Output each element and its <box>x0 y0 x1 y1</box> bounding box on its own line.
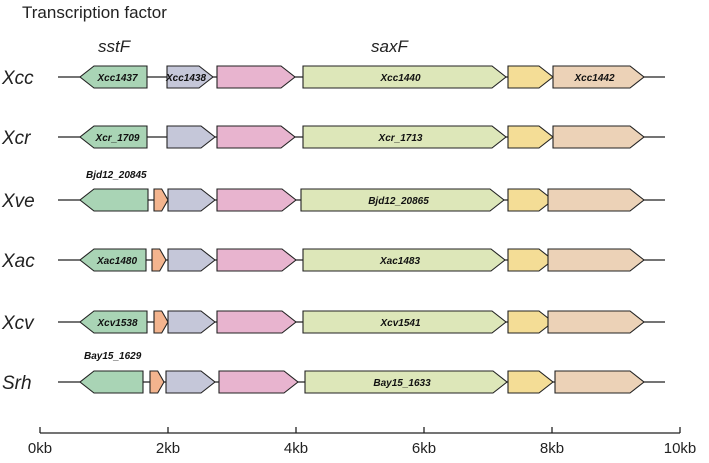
header-title: Transcription factor <box>22 3 167 22</box>
gene-arrow <box>149 370 165 394</box>
axis-tick-label: 2kb <box>156 440 180 457</box>
gene-arrow <box>167 188 216 212</box>
gene-arrow <box>302 248 506 272</box>
gene-arrow <box>216 248 297 272</box>
row-label: Xcr <box>1 128 31 149</box>
gene-arrow <box>302 310 507 334</box>
gene-arrow <box>79 310 148 334</box>
gene-label: Bay15_1633 <box>373 378 431 389</box>
axis-tick-label: 0kb <box>28 440 52 457</box>
gene-arrow <box>218 370 299 394</box>
gene-arrow <box>216 65 296 89</box>
gene-label: Xcr_1713 <box>378 133 423 144</box>
gene-arrow <box>547 310 645 334</box>
gene-arrow <box>216 188 297 212</box>
axis-tick-label: 10kb <box>664 440 697 457</box>
row-label: Xcv <box>1 313 35 334</box>
gene-arrow <box>552 125 645 149</box>
gene-arrow <box>507 65 554 89</box>
gene-arrow <box>79 248 147 272</box>
gene-arrow <box>153 310 169 334</box>
gene-arrow <box>166 125 216 149</box>
header-gene-sstf: sstF <box>98 37 132 56</box>
gene-label: Xcv1541 <box>379 318 420 329</box>
gene-label: Xcc1440 <box>379 73 420 84</box>
row-xac: Xac Xac1480 Xac1483 <box>1 248 665 272</box>
row-label: Xcc <box>1 68 34 89</box>
gene-label: Xcv1538 <box>96 318 137 329</box>
header-gene-saxf: saxF <box>371 37 409 56</box>
gene-arrow <box>554 370 645 394</box>
gene-arrow <box>79 125 148 149</box>
gene-arrow <box>216 310 297 334</box>
row-xcr: Xcr Xcr_1709 Xcr_1713 <box>1 125 665 149</box>
row-xcc: Xcc Xcc1437 Xcc1438 Xcc1440 Xcc1442 <box>1 65 665 89</box>
gene-label: Xcr_1709 <box>95 133 140 144</box>
row-xve: Xve Bjd12_20865 Bjd12_20845 <box>1 170 665 212</box>
gene-arrow <box>79 65 148 89</box>
gene-arrow <box>153 188 169 212</box>
axis-tick-label: 6kb <box>412 440 436 457</box>
gene-arrow <box>167 248 216 272</box>
gene-label: Xcc1437 <box>96 73 137 84</box>
gene-arrow <box>216 125 296 149</box>
gene-arrow <box>304 370 508 394</box>
gene-arrow <box>167 310 216 334</box>
gene-arrow <box>507 125 554 149</box>
gene-arrow <box>165 370 216 394</box>
row-label: Xve <box>1 191 35 212</box>
gene-arrow <box>507 370 554 394</box>
row-xcv: Xcv Xcv1538 Xcv1541 <box>1 310 665 334</box>
row-srh: Srh Bay15_1633 Bay15_1629 <box>2 351 665 394</box>
scale-axis: 0kb 2kb 4kb 6kb 8kb 10kb <box>28 427 696 457</box>
gene-label-above: Bay15_1629 <box>84 351 142 362</box>
row-label: Xac <box>1 251 35 272</box>
gene-label: Bjd12_20865 <box>368 196 429 207</box>
gene-arrow <box>79 188 149 212</box>
gene-arrow <box>166 65 214 89</box>
gene-arrow <box>300 188 505 212</box>
gene-arrow <box>151 248 167 272</box>
axis-tick-label: 8kb <box>540 440 564 457</box>
row-label: Srh <box>2 373 32 394</box>
gene-arrow <box>507 188 554 212</box>
gene-arrow <box>507 248 554 272</box>
gene-arrow <box>507 310 554 334</box>
axis-tick-label: 4kb <box>284 440 308 457</box>
gene-arrow <box>547 188 645 212</box>
gene-arrow <box>302 125 507 149</box>
gene-label: Xac1483 <box>379 256 420 267</box>
gene-arrow <box>547 248 645 272</box>
gene-arrow <box>552 65 645 89</box>
gene-label-above: Bjd12_20845 <box>86 170 147 181</box>
gene-label: Xcc1438 <box>165 73 206 84</box>
gene-label: Xcc1442 <box>573 73 614 84</box>
gene-label: Xac1480 <box>96 256 137 267</box>
gene-arrow <box>79 370 144 394</box>
gene-arrow <box>302 65 507 89</box>
